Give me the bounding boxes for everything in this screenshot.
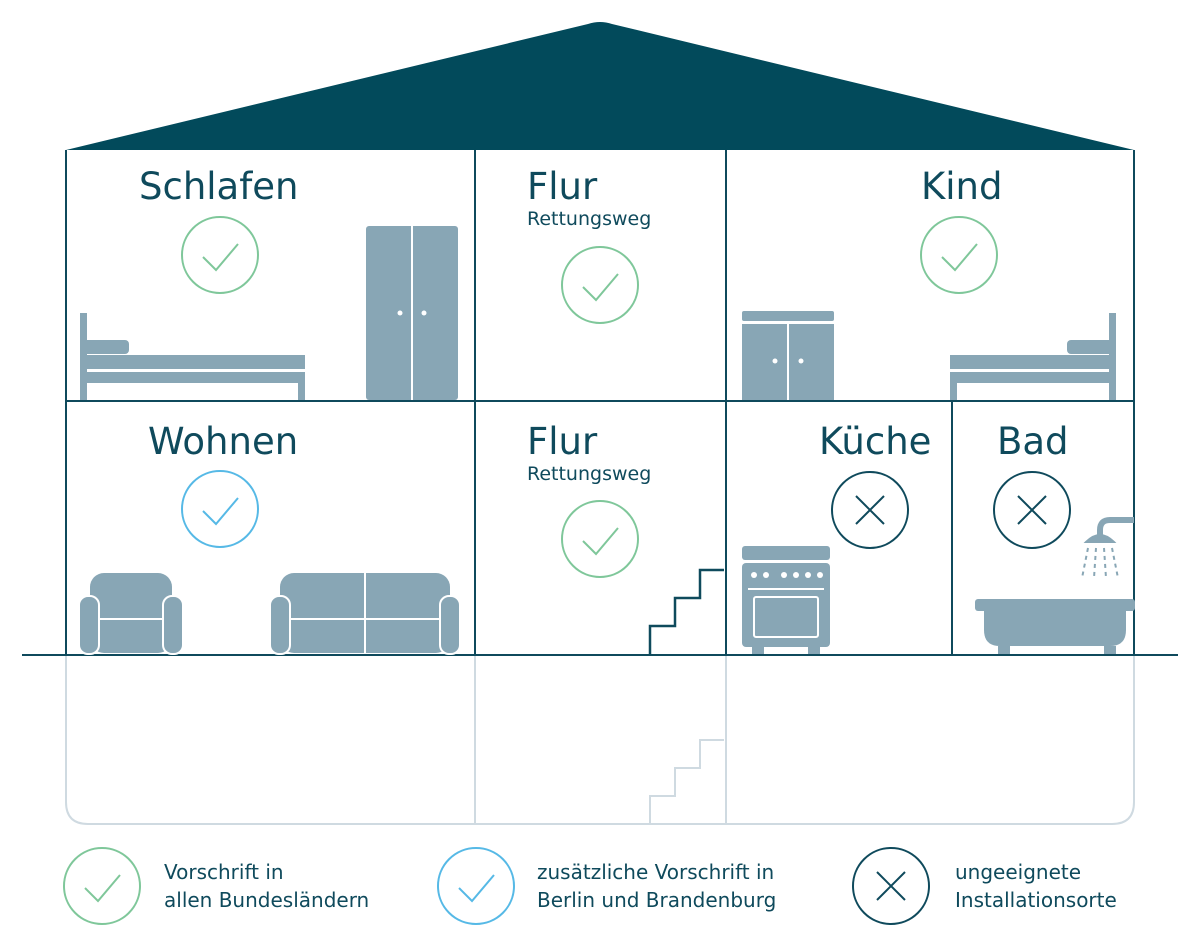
legend-item-unsuitable: ungeeignete Installationsorte	[955, 858, 1117, 914]
sofa-icon	[269, 573, 461, 655]
legend-line2: Berlin und Brandenburg	[537, 888, 777, 912]
legend-check-icon	[63, 847, 141, 925]
cross-icon	[993, 471, 1071, 549]
room-subtitle-flur-upper: Rettungsweg	[527, 208, 652, 230]
legend-line1: Vorschrift in	[164, 860, 284, 884]
room-title-flur-lower: Flur	[527, 420, 598, 463]
stove-icon	[742, 546, 830, 654]
room-title-flur-upper: Flur	[527, 165, 598, 208]
legend-cross-icon	[852, 847, 930, 925]
basement-stairs	[649, 739, 724, 824]
check-icon	[181, 470, 259, 548]
room-title-bad: Bad	[997, 420, 1069, 463]
child-bed-icon	[950, 313, 1116, 400]
roof	[66, 22, 1134, 150]
bathtub-icon	[975, 599, 1135, 654]
room-title-wohnen: Wohnen	[148, 420, 299, 463]
room-title-kueche: Küche	[819, 420, 932, 463]
legend-line1: zusätzliche Vorschrift in	[537, 860, 775, 884]
stairs-icon	[648, 568, 724, 654]
walls	[65, 150, 1135, 655]
wardrobe-icon	[366, 226, 458, 400]
cross-icon	[831, 471, 909, 549]
legend-line2: allen Bundesländern	[164, 888, 370, 912]
shower-icon	[1081, 517, 1134, 579]
basement	[65, 656, 1135, 825]
bed-icon	[80, 313, 305, 400]
check-icon	[561, 500, 639, 578]
check-icon	[181, 216, 259, 294]
room-title-kind: Kind	[921, 165, 1003, 208]
legend-item-berlin: zusätzliche Vorschrift in Berlin und Bra…	[537, 858, 776, 914]
check-icon	[920, 216, 998, 294]
dresser-icon	[742, 311, 834, 400]
legend-check-icon	[437, 847, 515, 925]
legend-line1: ungeeignete	[955, 860, 1082, 884]
legend-line2: Installationsorte	[955, 888, 1117, 912]
room-subtitle-flur-lower: Rettungsweg	[527, 463, 652, 485]
check-icon	[561, 246, 639, 324]
legend-item-required: Vorschrift in allen Bundesländern	[164, 858, 369, 914]
room-title-schlafen: Schlafen	[139, 165, 299, 208]
armchair-icon	[78, 573, 184, 655]
